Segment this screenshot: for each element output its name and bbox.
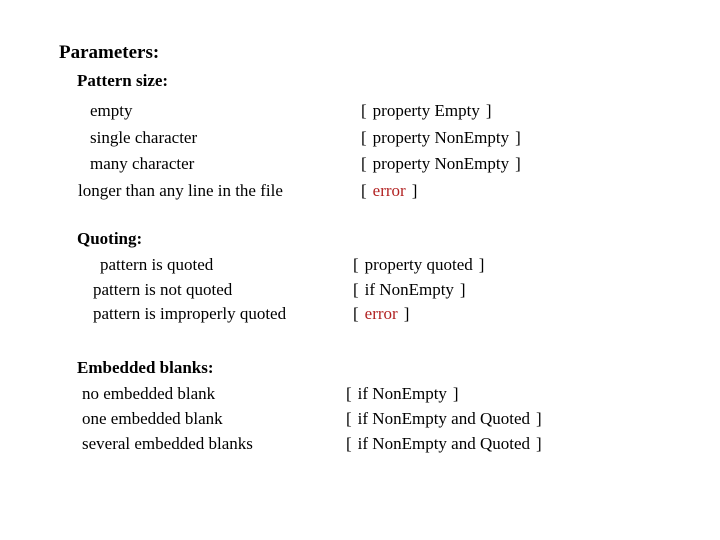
open-bracket: [: [353, 279, 359, 299]
open-bracket: [: [353, 304, 359, 323]
open-bracket: [: [361, 180, 367, 200]
open-bracket: [: [346, 434, 352, 453]
result-value: property NonEmpty: [372, 127, 510, 147]
case-label: pattern is improperly quoted: [93, 304, 287, 323]
case-label: longer than any line in the file: [78, 180, 283, 200]
case-row: pattern is not quoted [ if NonEmpty ]: [77, 280, 466, 305]
case-row: no embedded blank [ if NonEmpty ]: [77, 384, 459, 409]
close-bracket: ]: [478, 255, 485, 274]
case-label: several embedded blanks: [82, 434, 253, 453]
result-value-error: error: [372, 180, 406, 200]
case-row: many character [ property NonEmpty ]: [77, 154, 521, 181]
result-value: if NonEmpty and Quoted: [357, 409, 531, 428]
result-value: if NonEmpty: [364, 279, 454, 299]
case-row: longer than any line in the file [ error…: [77, 181, 417, 208]
close-bracket: ]: [536, 434, 542, 453]
close-bracket: ]: [411, 180, 418, 200]
open-bracket: [: [361, 101, 367, 120]
result-value: if NonEmpty and Quoted: [357, 434, 531, 453]
page-title: Parameters:: [59, 42, 160, 63]
case-result: [ if NonEmpty ]: [353, 280, 466, 300]
section-quoting: Quoting: pattern is quoted [ property qu…: [77, 229, 484, 329]
case-result: [ if NonEmpty ]: [346, 384, 459, 404]
close-bracket: ]: [459, 279, 466, 299]
close-bracket: ]: [403, 304, 410, 323]
open-bracket: [: [361, 154, 367, 173]
result-value: property NonEmpty: [372, 154, 510, 173]
close-bracket: ]: [536, 409, 542, 428]
case-result: [ property NonEmpty ]: [361, 128, 521, 148]
open-bracket: [: [346, 409, 352, 428]
case-result: [ property quoted ]: [353, 255, 484, 275]
case-row: several embedded blanks [ if NonEmpty an…: [77, 434, 542, 459]
case-label: empty: [90, 101, 133, 120]
case-result: [ error ]: [361, 181, 417, 201]
case-row: single character [ property NonEmpty ]: [77, 128, 521, 155]
case-result: [ property NonEmpty ]: [361, 154, 521, 174]
case-label: one embedded blank: [82, 409, 223, 428]
case-label: pattern is not quoted: [93, 279, 233, 299]
case-result: [ if NonEmpty and Quoted ]: [346, 409, 542, 429]
close-bracket: ]: [515, 154, 521, 173]
case-label: many character: [90, 154, 195, 173]
case-row: one embedded blank [ if NonEmpty and Quo…: [77, 409, 542, 434]
close-bracket: ]: [452, 384, 459, 403]
close-bracket: ]: [485, 101, 492, 120]
section-heading: Pattern size:: [77, 71, 169, 90]
close-bracket: ]: [515, 127, 521, 147]
result-value-error: error: [364, 304, 398, 323]
case-row: pattern is quoted [ property quoted ]: [77, 255, 484, 280]
case-label: pattern is quoted: [100, 255, 214, 274]
result-value: property quoted: [364, 255, 473, 274]
case-result: [ property Empty ]: [361, 101, 492, 121]
open-bracket: [: [361, 127, 367, 147]
result-value: property Empty: [372, 101, 480, 120]
section-embedded-blanks: Embedded blanks: no embedded blank [ if …: [77, 358, 542, 459]
case-row: pattern is improperly quoted [ error ]: [77, 304, 409, 329]
case-row: empty [ property Empty ]: [77, 101, 492, 128]
open-bracket: [: [353, 255, 359, 274]
case-result: [ error ]: [353, 304, 409, 324]
case-label: single character: [90, 127, 198, 147]
section-heading: Embedded blanks:: [77, 358, 214, 377]
result-value: if NonEmpty: [357, 384, 447, 403]
case-result: [ if NonEmpty and Quoted ]: [346, 434, 542, 454]
open-bracket: [: [346, 384, 352, 403]
section-heading: Quoting:: [77, 229, 143, 248]
section-pattern-size: Pattern size: empty [ property Empty ] s…: [77, 71, 521, 208]
case-label: no embedded blank: [82, 384, 216, 403]
